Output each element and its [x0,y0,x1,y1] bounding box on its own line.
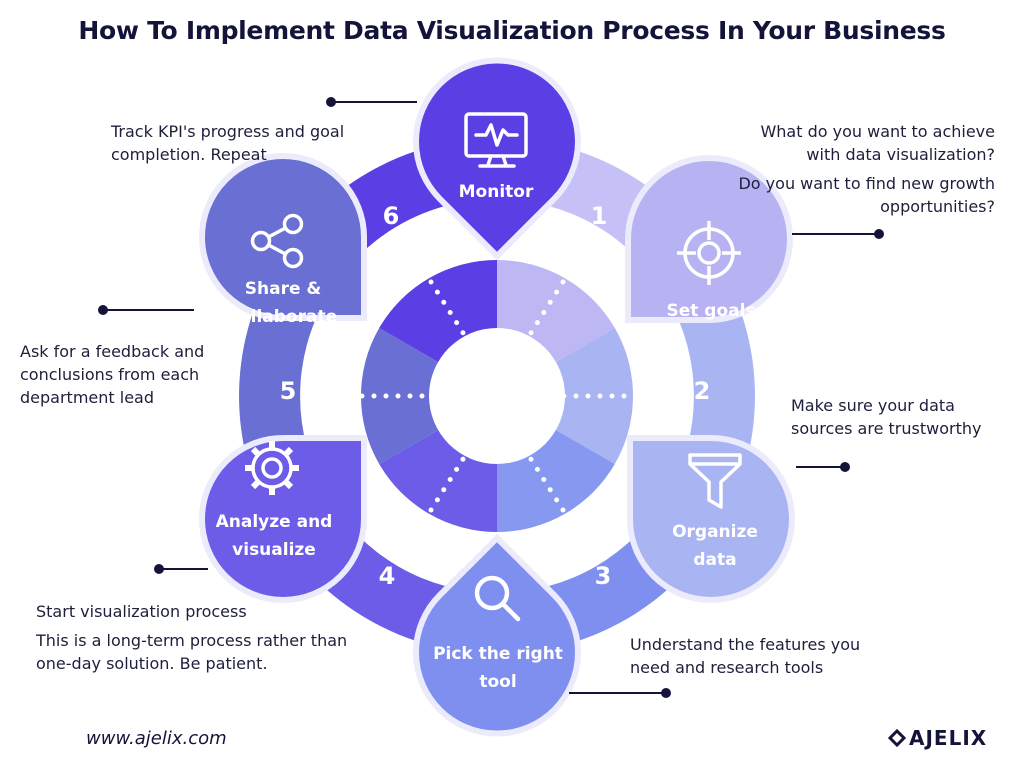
petal-3 [413,533,581,737]
note-step-2-text: Make sure your data sources are trustwor… [791,396,982,438]
step-1-title: Set goals [666,301,755,321]
center-circle [429,328,565,464]
petal-2-shape [627,435,795,603]
connector-3 [569,688,671,698]
note-step-3: Understand the features you need and res… [630,633,900,685]
target-icon [677,221,741,285]
note-step-1-question-2: Do you want to find new growth opportuni… [738,174,995,216]
step-5-title-line2: collaborate [229,307,337,327]
step-2-title-line2: data [693,550,736,570]
note-step-4-text: This is a long-term process rather than … [36,631,348,673]
step-1-number: 1 [591,202,608,230]
step-6-number: 6 [383,202,400,230]
connector-5 [98,305,194,315]
note-step-2: Make sure your data sources are trustwor… [791,394,1016,446]
ajelix-logo: AJELIX [888,726,987,750]
step-6-title: Monitor [459,182,534,202]
connector-1 [792,229,884,239]
petal-2 [627,435,795,603]
step-3-number: 3 [595,562,612,590]
step-4-title-line2: visualize [232,540,316,560]
website-url[interactable]: www.ajelix.com [86,728,227,749]
monitor-icon [464,112,528,168]
note-step-5: Ask for a feedback and conclusions from … [20,340,225,415]
connector-6 [326,97,417,107]
step-4-title-line1: Analyze and [216,512,333,532]
note-step-6-text: Track KPI's progress and goal completion… [111,122,345,164]
step-5-title-line1: Share & [245,279,322,299]
petal-6 [413,57,581,261]
connector-4 [154,564,208,574]
inner-segment-5 [360,328,441,464]
dotted-separators [359,279,635,513]
step-4-number: 4 [379,562,396,590]
ajelix-logo-text: AJELIX [909,726,988,750]
magnifier-icon [474,575,521,622]
step-3-title-line1: Pick the right [433,644,563,664]
petal-3-shape [413,533,581,737]
petal-5 [199,153,367,321]
step-2-title-line1: Organize [672,522,758,542]
note-step-1-question-1: What do you want to achieve with data vi… [760,122,995,164]
funnel-icon [688,453,742,509]
note-step-4-heading: Start visualization process [36,602,247,621]
page-title: How To Implement Data Visualization Proc… [78,16,946,45]
note-step-4: Start visualization process This is a lo… [36,600,351,681]
note-step-3-text: Understand the features you need and res… [630,635,861,677]
step-3-title-line2: tool [479,672,516,692]
connector-lines [98,97,884,698]
petal-4-shape [199,435,367,603]
gear-icon [245,441,299,495]
note-step-6: Track KPI's progress and goal completion… [111,120,391,172]
note-step-1: What do you want to achieve with data vi… [725,120,995,224]
ajelix-logo-mark-icon [888,729,906,747]
inner-segment-2 [553,328,634,464]
petal-5-shape [199,153,367,321]
step-5-number: 5 [280,377,297,405]
note-step-5-text: Ask for a feedback and conclusions from … [20,342,205,407]
petal-6-shape [413,57,581,261]
petal-4 [199,435,367,603]
connector-2 [796,462,850,472]
share-icon [250,213,304,269]
step-2-number: 2 [694,377,711,405]
